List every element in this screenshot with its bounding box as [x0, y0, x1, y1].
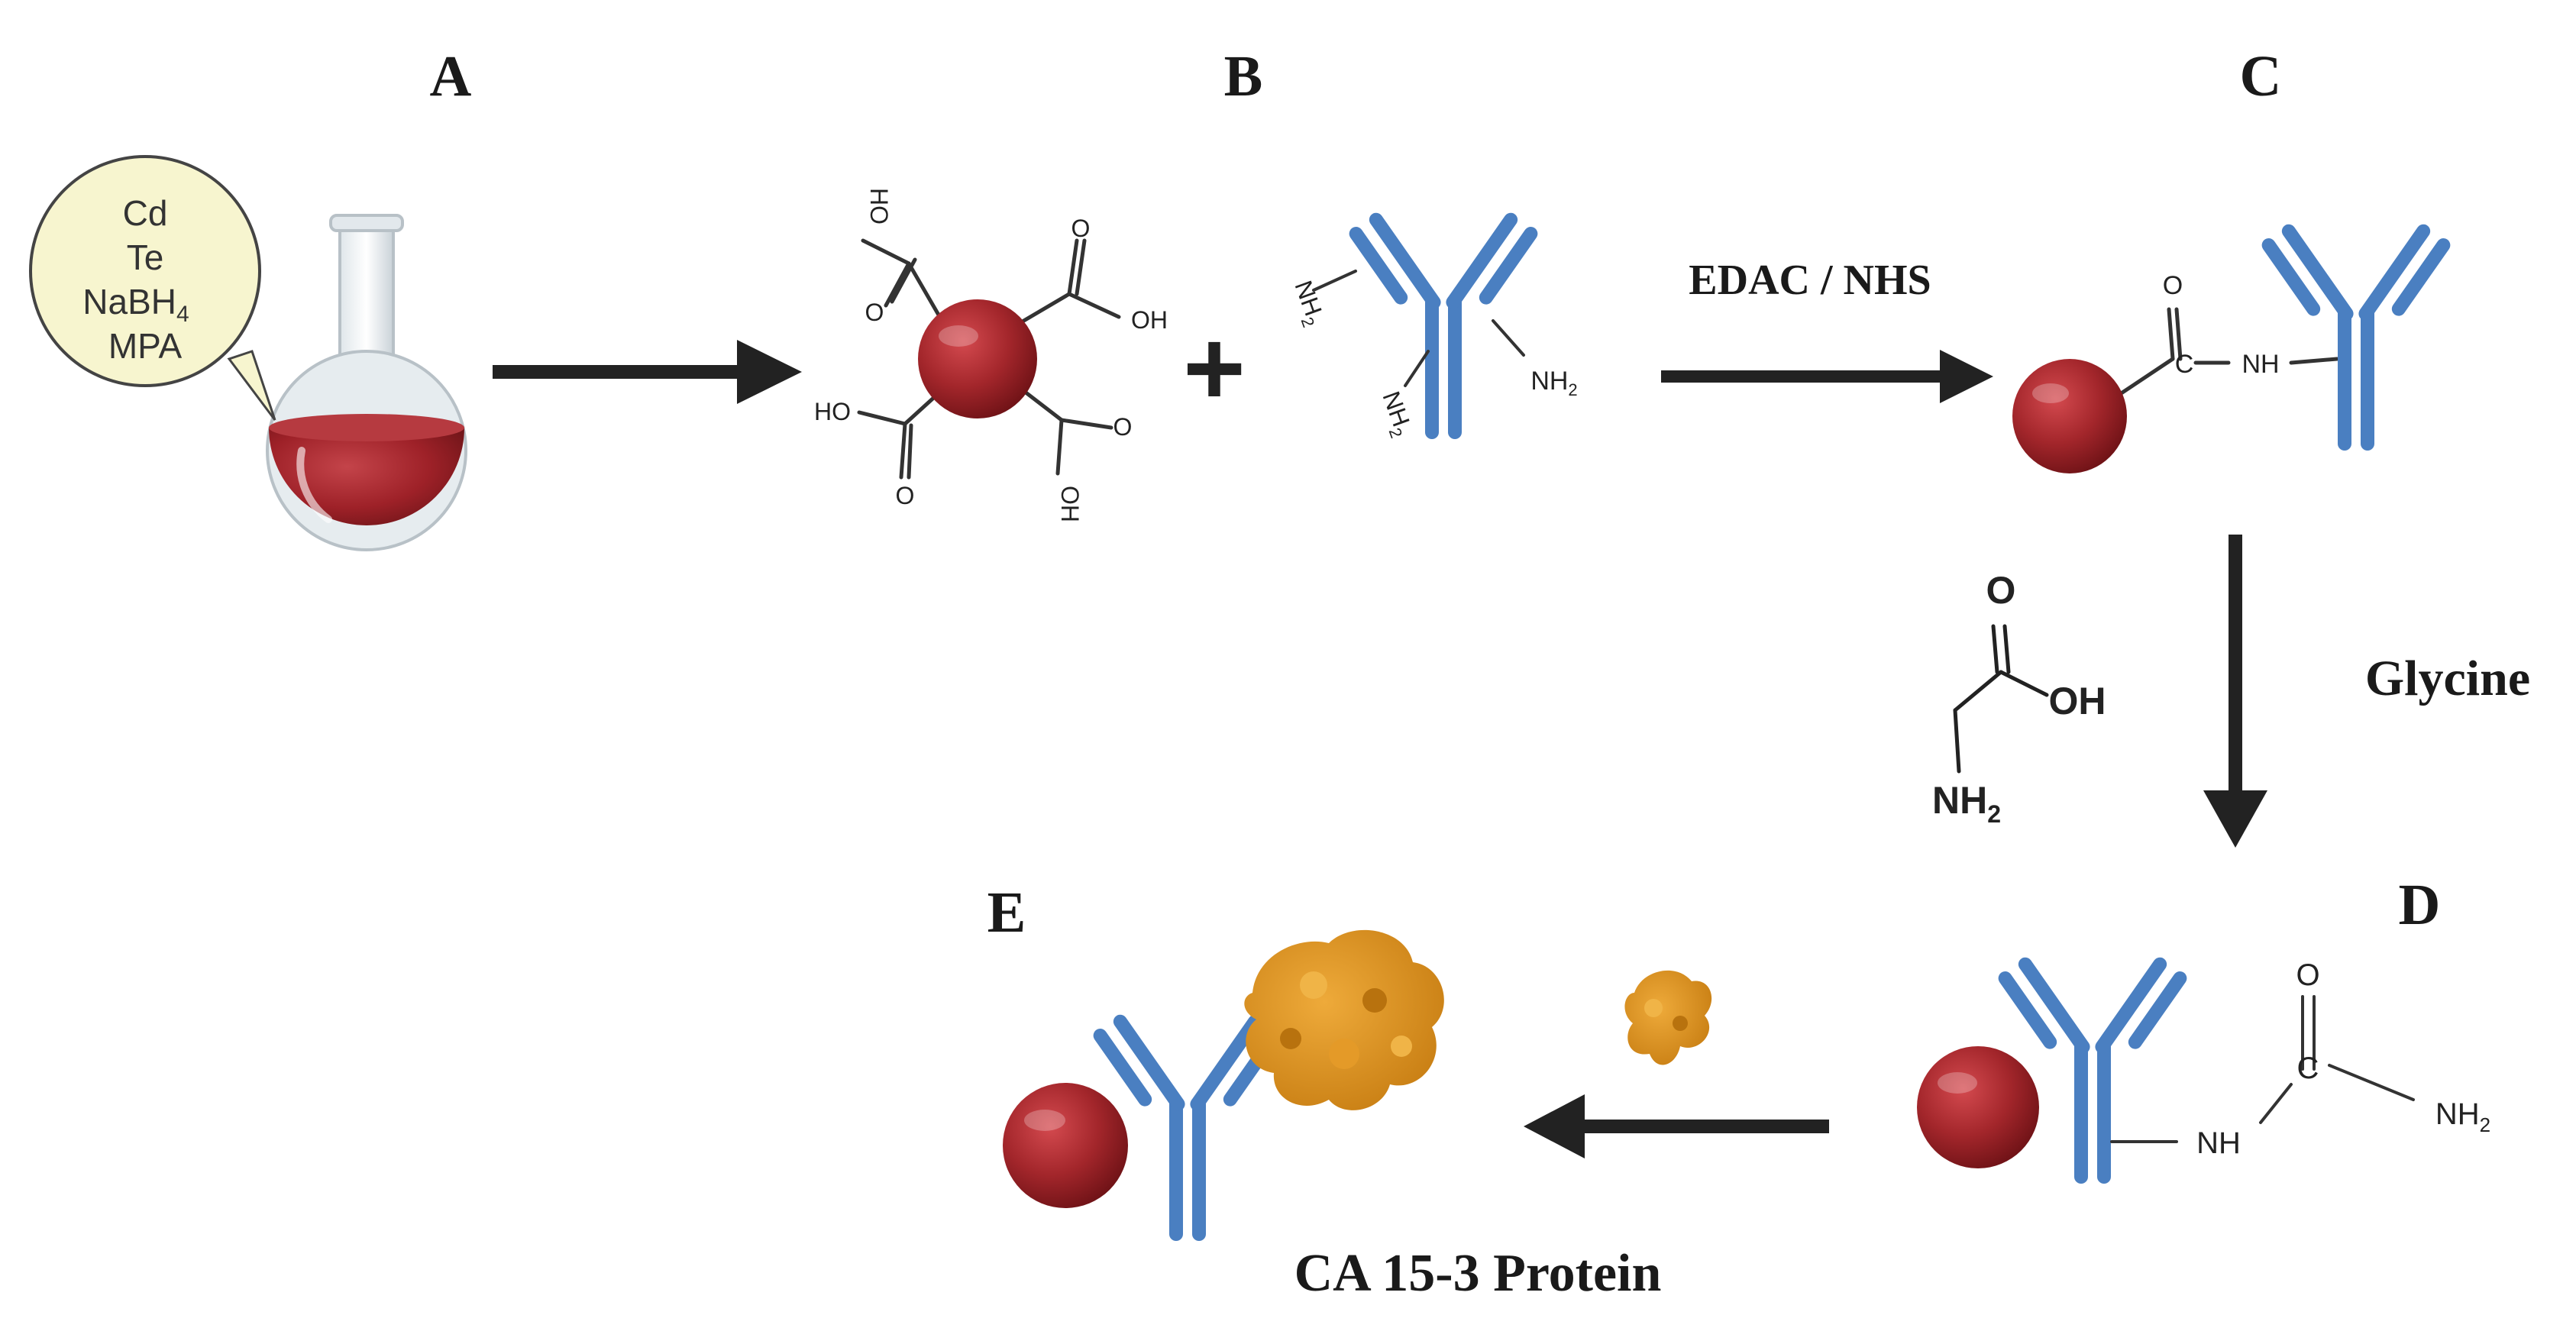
bubble-te: Te	[127, 237, 164, 277]
bound-protein	[1244, 929, 1444, 1110]
quantum-dot-b	[918, 299, 1037, 418]
qd-carboxyl: HO O O OH HO O O OH	[814, 188, 1168, 522]
b-nh2-right: NH2	[1530, 367, 1577, 399]
plus-sign: +	[1183, 308, 1246, 428]
bubble-nabh4: NaBH4	[82, 282, 189, 327]
b-oh-right: OH	[1131, 306, 1168, 334]
arrow-a-to-b	[493, 340, 802, 404]
b-o-top-right: O	[1071, 215, 1091, 242]
c-o: O	[2163, 271, 2183, 300]
gly-oh: OH	[2049, 680, 2106, 722]
quantum-dot-c	[2012, 359, 2127, 473]
b-ho-left: HO	[814, 398, 851, 425]
glycine-structure: O OH NH2	[1932, 569, 2106, 828]
d-nh2: NH2	[2435, 1097, 2490, 1136]
bubble-mpa: MPA	[108, 326, 183, 366]
d-c: C	[2297, 1052, 2319, 1085]
arrow-d-to-e	[1524, 1094, 1829, 1158]
b-nh2-bottom: NH2	[1373, 388, 1418, 441]
glycine-label: Glycine	[2365, 651, 2530, 706]
d-nh: NH	[2196, 1126, 2241, 1160]
label-b: B	[1224, 44, 1263, 108]
d-o: O	[2296, 958, 2319, 992]
arrow-b-to-c	[1661, 350, 1993, 403]
bubble-cd: Cd	[123, 193, 168, 233]
arrow-c-to-d	[2203, 535, 2267, 848]
reagent-bubble: Cd Te NaBH4 MPA	[29, 155, 276, 421]
complex-e	[1003, 929, 1444, 1241]
gly-nh2: NH2	[1932, 779, 2001, 828]
edac-nhs-label: EDAC / NHS	[1689, 257, 1931, 304]
label-c: C	[2240, 44, 2282, 108]
c-c: C	[2175, 350, 2194, 379]
c-nh: NH	[2241, 350, 2279, 379]
label-e: E	[987, 880, 1026, 945]
b-o-bottom-left: O	[896, 482, 915, 509]
b-o-top-left: O	[865, 299, 884, 326]
antibody-b: NH2 NH2 NH2	[1289, 210, 1578, 441]
b-ho-top: HO	[865, 188, 893, 225]
quantum-dot-e	[1003, 1083, 1128, 1208]
antibody-c	[2259, 221, 2453, 451]
label-d: D	[2399, 873, 2441, 937]
label-a: A	[430, 44, 472, 108]
protein-label: CA 15-3 Protein	[1294, 1244, 1662, 1303]
conjugate-d: O C NH NH2	[1917, 955, 2490, 1184]
quantum-dot-d	[1917, 1046, 2039, 1168]
b-o-bottom-right: O	[1113, 413, 1133, 441]
flask-liquid	[269, 428, 464, 525]
free-protein	[1624, 970, 1712, 1065]
flask-group	[266, 214, 467, 551]
gly-o: O	[1986, 569, 2016, 612]
b-oh-bottom: OH	[1056, 486, 1084, 522]
conjugate-c: O C NH	[2012, 221, 2453, 473]
